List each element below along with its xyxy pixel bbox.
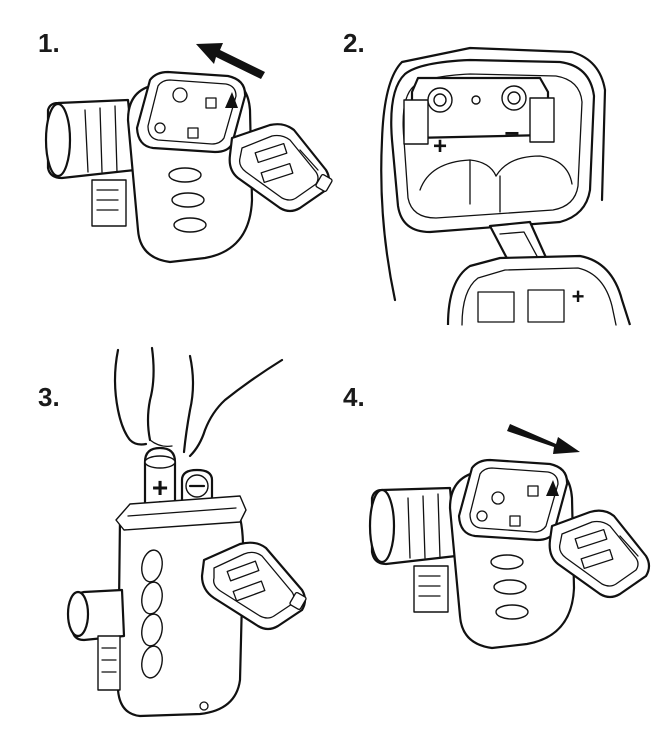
svg-text:+: + bbox=[572, 284, 585, 309]
step-1-illustration bbox=[44, 43, 333, 264]
polarity-minus-mark: − bbox=[504, 118, 519, 148]
step-1-open-arrow bbox=[196, 43, 265, 79]
step-4-label: 4. bbox=[343, 382, 365, 412]
svg-text:+: + bbox=[152, 472, 168, 503]
step-3-label: 3. bbox=[38, 382, 60, 412]
step-2-illustration: + − + bbox=[380, 46, 632, 326]
step-2-label: 2. bbox=[343, 28, 365, 58]
step-4-close-arrow bbox=[507, 424, 580, 454]
step-3-illustration: + bbox=[66, 346, 307, 718]
step-1-label: 1. bbox=[38, 28, 60, 58]
step-4-illustration bbox=[368, 424, 651, 650]
polarity-plus-mark: + bbox=[433, 133, 447, 160]
